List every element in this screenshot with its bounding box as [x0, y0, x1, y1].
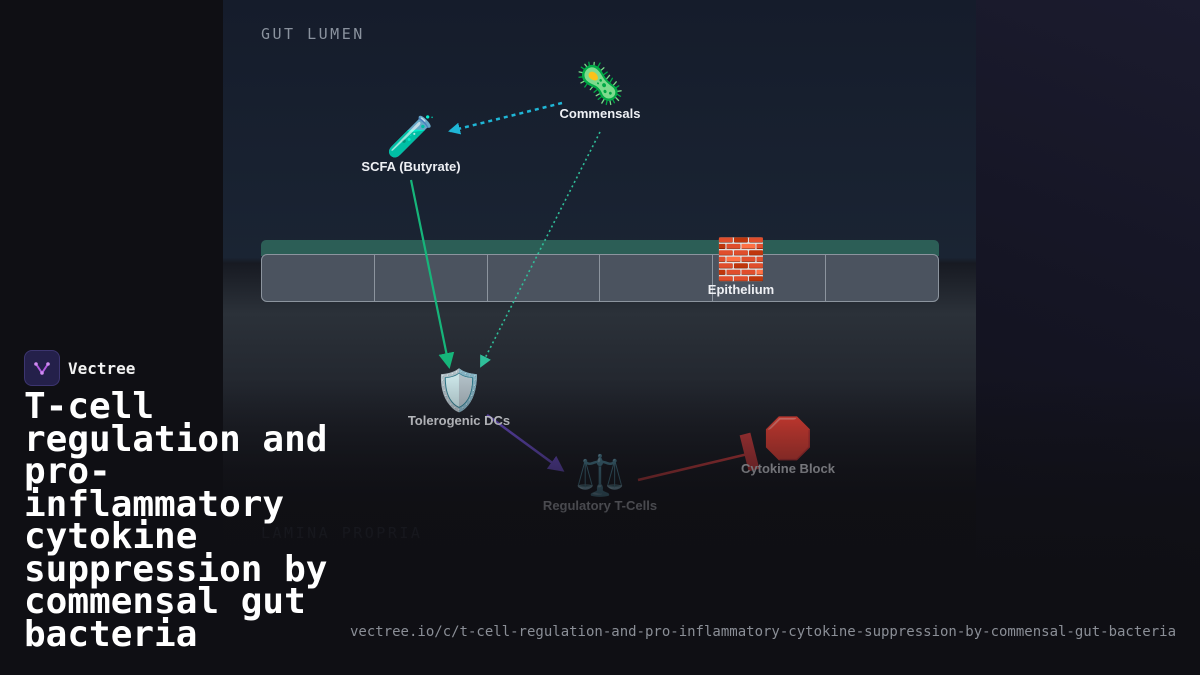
page-url[interactable]: vectree.io/c/t-cell-regulation-and-pro-i… [349, 624, 1176, 640]
commensals-label: Commensals [559, 106, 641, 121]
epithelium-node[interactable]: 🧱 Epithelium [708, 238, 774, 297]
bacteria-icon: 🦠 [575, 61, 625, 107]
brand-name: Vectree [68, 358, 136, 378]
stop-sign-icon: 🛑 [763, 416, 813, 462]
regulatory-t-cells-node[interactable]: ⚖️ Regulatory T-Cells [543, 454, 657, 513]
cytokine-block-label: Cytokine Block [741, 461, 835, 476]
scfa-label: SCFA (Butyrate) [361, 159, 461, 174]
tolerogenic-dcs-node[interactable]: 🛡️ Tolerogenic DCs [408, 369, 510, 428]
page-title: T-cell regulation and pro-inflammatory c… [24, 386, 328, 655]
vectree-logo-icon [24, 350, 60, 386]
edge-scfa-to-dcs [409, 179, 455, 369]
edge-commensals-to-scfa [448, 101, 563, 135]
epithelium-label: Epithelium [707, 282, 775, 297]
commensals-node[interactable]: 🦠 Commensals [560, 62, 641, 121]
cytokine-block-node[interactable]: 🛑 Cytokine Block [741, 417, 835, 476]
regulatory-t-cells-label: Regulatory T-Cells [542, 498, 658, 513]
scfa-node[interactable]: 🧪 SCFA (Butyrate) [361, 115, 460, 174]
edge-commensals-to-dcs [480, 131, 601, 368]
test-tube-icon: 🧪 [386, 114, 436, 160]
tolerogenic-dcs-label: Tolerogenic DCs [407, 413, 511, 428]
brick-wall-icon: 🧱 [716, 237, 766, 283]
balance-scale-icon: ⚖️ [575, 453, 625, 499]
shield-icon: 🛡️ [434, 368, 484, 414]
brand[interactable]: Vectree [24, 350, 135, 386]
